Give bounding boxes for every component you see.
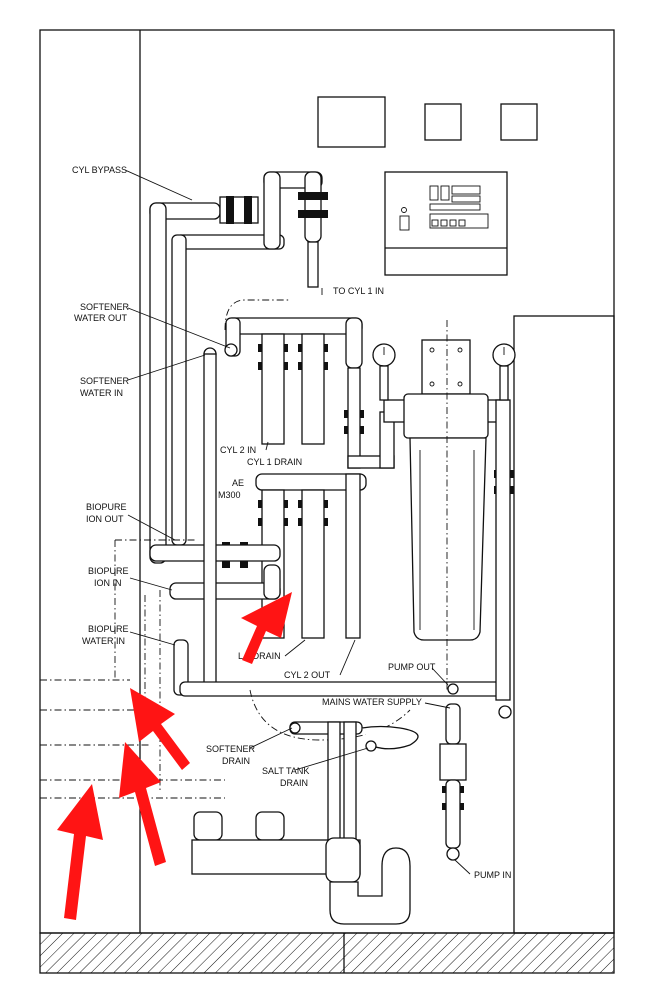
drain-piping (191, 721, 419, 925)
red-arrow-icon (57, 592, 292, 920)
label-cyl-bypass: CYL BYPASS (72, 165, 127, 175)
label-biopure-water-in: BIOPURE (88, 624, 129, 634)
label-salt-tank-drain: DRAIN (280, 778, 308, 788)
label-pump-in: PUMP IN (474, 870, 511, 880)
controller-unit (384, 171, 508, 276)
label-ae: AE (232, 478, 244, 488)
label-biopure-ion-out: ION OUT (86, 514, 124, 524)
label-biopure-water-in: WATER IN (82, 636, 125, 646)
label-biopure-ion-in: BIOPURE (88, 566, 129, 576)
leader-lines (124, 169, 471, 875)
control-panels (317, 96, 538, 276)
label-salt-tank-drain: SALT TANK (262, 766, 309, 776)
label-pump-out: PUMP OUT (388, 662, 436, 672)
label-softener-water-out: WATER OUT (74, 313, 127, 323)
pressure-gauge-icon (372, 343, 516, 401)
label-softener-water-in: WATER IN (80, 388, 123, 398)
label-biopure-ion-in: ION IN (94, 578, 122, 588)
label-cyl-2-out: CYL 2 OUT (284, 670, 331, 680)
diagram-labels: CYL BYPASS TO CYL 1 IN SOFTENER WATER OU… (72, 165, 511, 880)
label-softener-drain: SOFTENER (206, 744, 256, 754)
label-biopure-ion-out: BIOPURE (86, 502, 127, 512)
cabinet-frame (39, 29, 615, 974)
label-softener-water-in: SOFTENER (80, 376, 130, 386)
label-to-cyl-1-in: TO CYL 1 IN (333, 286, 384, 296)
filter-housing (40, 299, 511, 799)
label-cyl-2-in: CYL 2 IN (220, 445, 256, 455)
label-cyl-1-drain: CYL 1 DRAIN (247, 457, 302, 467)
cyl-bypass-piping (149, 171, 323, 564)
pump (439, 703, 512, 861)
label-mains-water-supply: MAINS WATER SUPPLY (322, 697, 422, 707)
biopure-piping (149, 353, 505, 697)
floor-hatch (39, 932, 615, 974)
label-softener-drain: DRAIN (222, 756, 250, 766)
label-cyl-2-drain: L 2 DRAIN (238, 651, 281, 661)
label-ae: M300 (218, 490, 241, 500)
label-softener-water-out: SOFTENER (80, 302, 130, 312)
